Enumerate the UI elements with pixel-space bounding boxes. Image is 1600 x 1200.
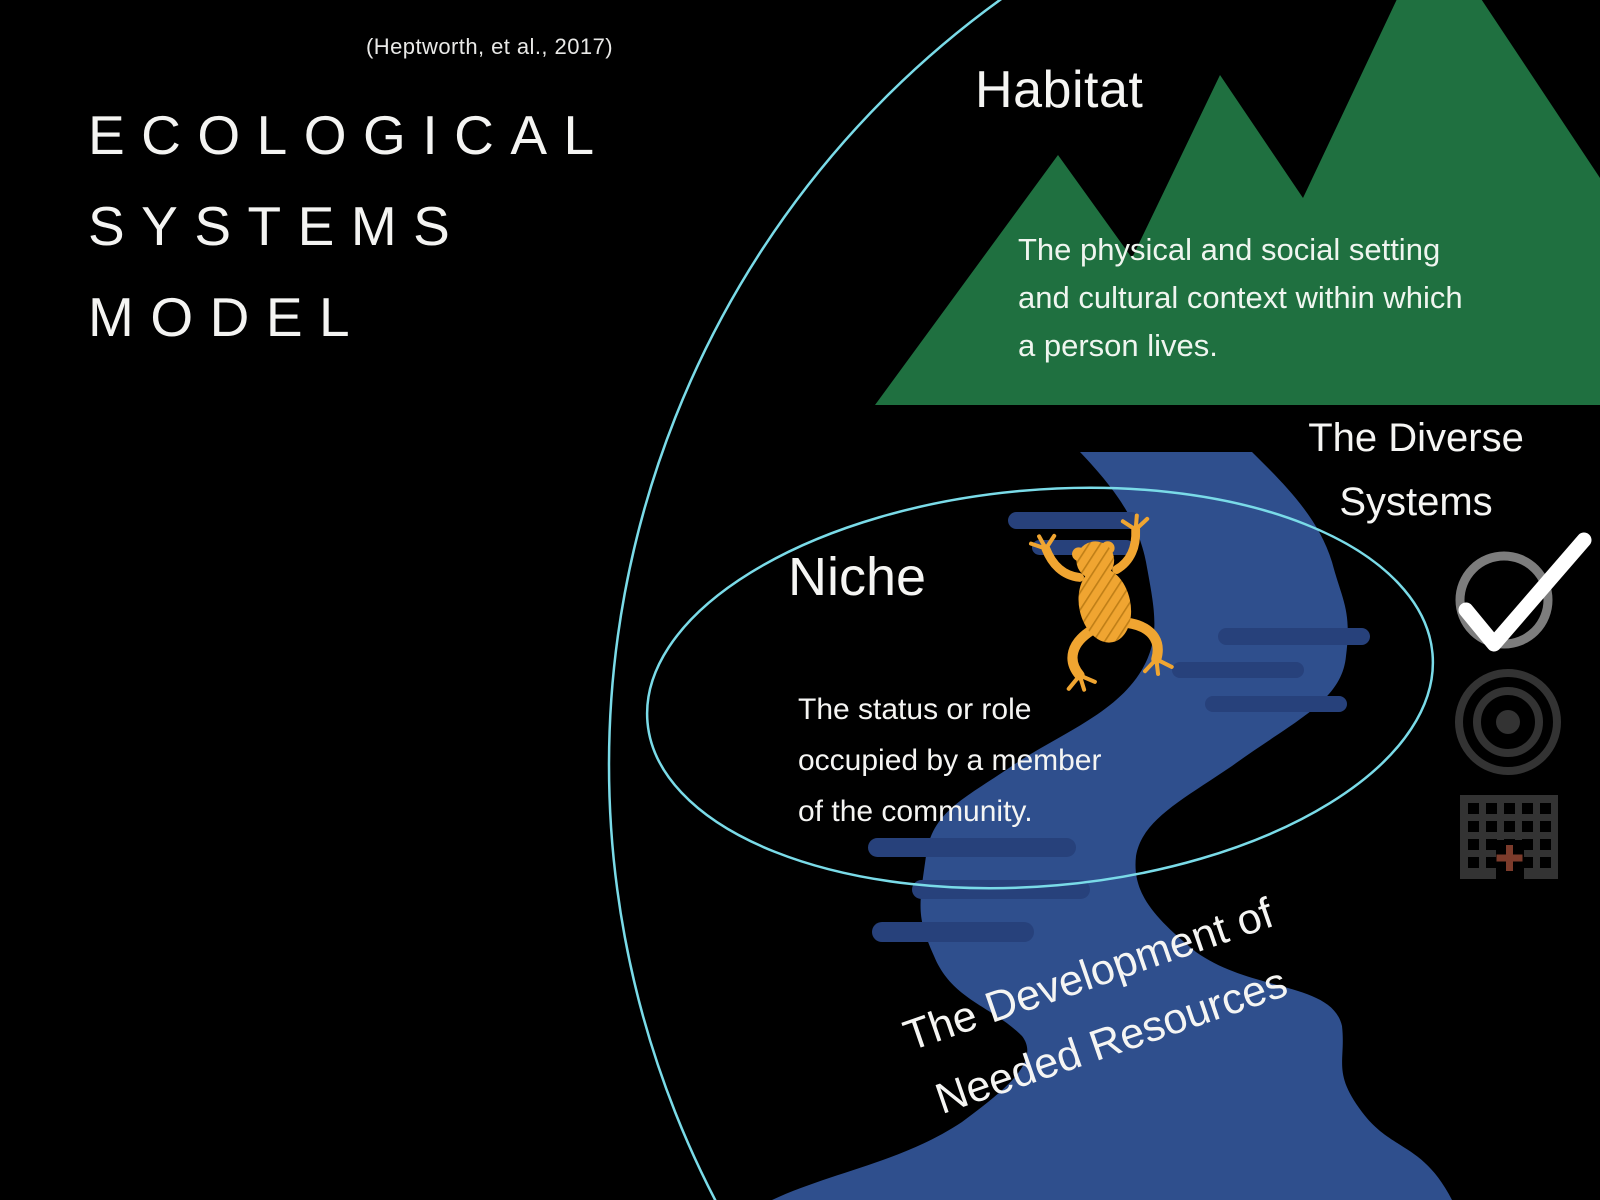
habitat-description-line: The physical and social setting xyxy=(1018,232,1441,267)
main-title: ECOLOGICAL SYSTEMS MODEL xyxy=(88,90,611,363)
habitat-heading: Habitat xyxy=(975,61,1144,119)
target-icon xyxy=(1455,669,1561,775)
habitat-description-line: a person lives. xyxy=(1018,328,1218,363)
systems-boundary-circle xyxy=(608,0,1003,1200)
niche-description-line: occupied by a member xyxy=(798,744,1102,777)
niche-description: The status or role occupied by a member … xyxy=(798,684,1102,837)
diverse-systems-label: The Diverse Systems xyxy=(1280,406,1552,534)
habitat-description: The physical and social setting and cult… xyxy=(1018,226,1463,370)
frog-icon xyxy=(1028,513,1174,692)
citation: (Heptworth, et al., 2017) xyxy=(366,34,614,59)
niche-boundary-ellipse xyxy=(645,486,1435,890)
title-line-2: SYSTEMS xyxy=(88,195,467,257)
diverse-systems-line: The Diverse xyxy=(1308,416,1524,460)
check-icon xyxy=(1455,532,1592,652)
hospital-icon xyxy=(1460,795,1558,879)
niche-description-line: The status or role xyxy=(798,693,1032,726)
niche-description-line: of the community. xyxy=(798,795,1033,828)
diverse-systems-line: Systems xyxy=(1339,480,1493,524)
title-line-1: ECOLOGICAL xyxy=(88,104,611,166)
niche-heading: Niche xyxy=(788,547,927,607)
habitat-description-line: and cultural context within which xyxy=(1018,280,1463,315)
mountains-graphic xyxy=(875,0,1600,405)
title-line-3: MODEL xyxy=(88,286,367,348)
